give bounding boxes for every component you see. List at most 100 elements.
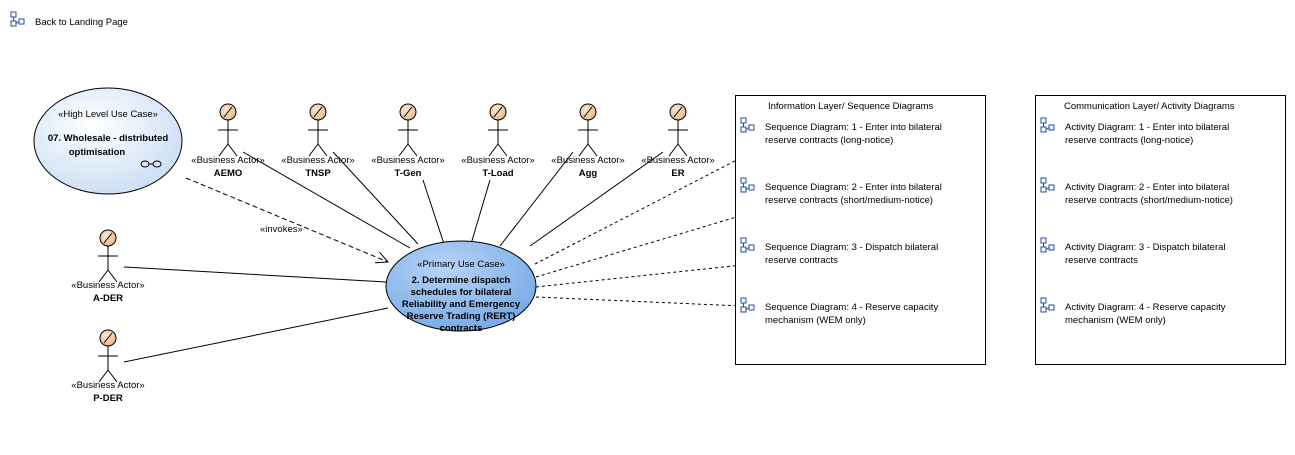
high-level-use-case-stereotype: «High Level Use Case» <box>58 109 158 120</box>
diagram-link-label: Activity Diagram: 2 - Enter into bilater… <box>1065 182 1229 193</box>
actor-stereotype: «Business Actor» <box>71 280 144 291</box>
primary-use-case[interactable]: «Primary Use Case» 2. Determine dispatch… <box>385 240 537 334</box>
primary-use-case-name-4: Reserve Trading (RERT) <box>407 311 516 322</box>
link-sequence-1 <box>534 147 761 265</box>
sequence-diagram-link-3[interactable]: Sequence Diagram: 3 - Dispatch bilateral… <box>740 237 938 266</box>
composite-link-icon <box>140 160 162 168</box>
actor-figure-icon <box>308 103 328 157</box>
information-layer-items: Sequence Diagram: 1 - Enter into bilater… <box>740 117 942 326</box>
diagram-link-label: Activity Diagram: 4 - Reserve capacity <box>1065 302 1226 313</box>
link-sequence-4 <box>535 296 743 307</box>
invokes-label: «invokes» <box>260 224 303 235</box>
actor-tnsp[interactable]: «Business Actor» TNSP <box>281 103 355 179</box>
diagram-link-icon <box>740 237 755 253</box>
sequence-diagram-link-4[interactable]: Sequence Diagram: 4 - Reserve capacityme… <box>740 297 938 326</box>
actor-name: TNSP <box>305 168 331 179</box>
actor-name: AEMO <box>214 168 243 179</box>
association-aemo <box>242 151 411 249</box>
actor-stereotype: «Business Actor» <box>371 155 444 166</box>
actors: «Business Actor» AEMO «Business Actor» TNSP… <box>71 103 715 404</box>
sequence-diagram-link-2[interactable]: Sequence Diagram: 2 - Enter into bilater… <box>740 177 942 206</box>
diagram-link-label: Sequence Diagram: 4 - Reserve capacity <box>765 302 938 313</box>
actor-a-der[interactable]: «Business Actor» A-DER <box>71 229 145 304</box>
diagram-link-label: Sequence Diagram: 1 - Enter into bilater… <box>765 122 942 133</box>
information-layer-frame: Information Layer/ Sequence Diagrams Seq… <box>735 95 986 365</box>
actor-t-gen[interactable]: «Business Actor» T-Gen <box>371 103 445 179</box>
primary-use-case-name-2: schedules for bilateral <box>411 287 512 298</box>
actor-figure-icon <box>578 103 598 157</box>
activity-diagram-link-3[interactable]: Activity Diagram: 3 - Dispatch bilateral… <box>1040 237 1226 266</box>
associations <box>123 151 664 363</box>
actor-name: T-Gen <box>395 168 422 179</box>
actor-stereotype: «Business Actor» <box>641 155 714 166</box>
actor-figure-icon <box>488 103 508 157</box>
activity-diagram-link-2[interactable]: Activity Diagram: 2 - Enter into bilater… <box>1040 177 1233 206</box>
link-sequence-2 <box>535 209 761 278</box>
actor-name: ER <box>671 168 684 179</box>
diagram-link-icon <box>1040 237 1055 253</box>
actor-stereotype: «Business Actor» <box>281 155 354 166</box>
invokes-dependency <box>185 177 388 262</box>
actor-agg[interactable]: «Business Actor» Agg <box>551 103 625 179</box>
diagram-link-label: reserve contracts <box>765 255 838 266</box>
diagram-link-label: reserve contracts (short/medium-notice) <box>1065 195 1233 206</box>
diagram-link-icon <box>740 117 755 133</box>
diagram-links <box>534 147 761 307</box>
actor-name: P-DER <box>93 393 123 404</box>
actor-figure-icon <box>98 329 118 383</box>
actor-stereotype: «Business Actor» <box>461 155 534 166</box>
back-to-landing-link[interactable]: Back to Landing Page <box>10 11 128 28</box>
link-sequence-3 <box>535 264 743 288</box>
actor-name: T-Load <box>482 168 513 179</box>
association-agg <box>499 151 574 247</box>
actor-name: A-DER <box>93 293 123 304</box>
diagram-link-label: reserve contracts (long-notice) <box>765 135 893 146</box>
association-er <box>529 151 664 247</box>
primary-use-case-stereotype: «Primary Use Case» <box>417 259 505 270</box>
actor-stereotype: «Business Actor» <box>191 155 264 166</box>
actor-figure-icon <box>398 103 418 157</box>
primary-use-case-shape <box>385 240 537 332</box>
association-ader <box>123 266 387 283</box>
diagram-link-label: Sequence Diagram: 2 - Enter into bilater… <box>765 182 942 193</box>
actor-stereotype: «Business Actor» <box>71 380 144 391</box>
communication-layer-frame: Communication Layer/ Activity Diagrams A… <box>1035 95 1286 365</box>
back-to-landing-label: Back to Landing Page <box>35 17 128 28</box>
diagram-link-icon <box>10 11 25 27</box>
activity-diagram-link-1[interactable]: Activity Diagram: 1 - Enter into bilater… <box>1040 117 1229 146</box>
association-tload <box>470 179 491 245</box>
actor-aemo[interactable]: «Business Actor» AEMO <box>191 103 265 179</box>
communication-layer-title: Communication Layer/ Activity Diagrams <box>1064 101 1235 112</box>
high-level-use-case-name-1: 07. Wholesale - distributed <box>48 133 169 144</box>
communication-layer-items: Activity Diagram: 1 - Enter into bilater… <box>1040 117 1233 326</box>
diagram-link-label: reserve contracts <box>1065 255 1138 266</box>
diagram-link-label: Activity Diagram: 1 - Enter into bilater… <box>1065 122 1229 133</box>
diagram-link-icon <box>740 177 755 193</box>
association-pder <box>123 307 389 363</box>
actor-figure-icon <box>218 103 238 157</box>
diagram-link-label: reserve contracts (short/medium-notice) <box>765 195 933 206</box>
diagram-link-icon <box>1040 117 1055 133</box>
sequence-diagram-link-1[interactable]: Sequence Diagram: 1 - Enter into bilater… <box>740 117 942 146</box>
actor-er[interactable]: «Business Actor» ER <box>641 103 715 179</box>
association-tgen <box>422 179 445 245</box>
actor-name: Agg <box>579 168 598 179</box>
activity-diagram-link-4[interactable]: Activity Diagram: 4 - Reserve capacity me… <box>1040 297 1226 326</box>
primary-use-case-name-5: contracts <box>440 323 483 334</box>
actor-figure-icon <box>668 103 688 157</box>
diagram-link-label: reserve contracts (long-notice) <box>1065 135 1193 146</box>
information-layer-box <box>735 95 986 365</box>
primary-use-case-name-3: Reliability and Emergency <box>402 299 521 310</box>
diagram-link-icon <box>1040 297 1055 313</box>
actor-t-load[interactable]: «Business Actor» T-Load <box>461 103 535 179</box>
information-layer-title: Information Layer/ Sequence Diagrams <box>768 101 934 112</box>
actor-stereotype: «Business Actor» <box>551 155 624 166</box>
diagram-link-icon <box>1040 177 1055 193</box>
diagram-link-label: mechanism (WEM only) <box>1065 315 1166 326</box>
diagram-link-label: Activity Diagram: 3 - Dispatch bilateral <box>1065 242 1226 253</box>
primary-use-case-name-1: 2. Determine dispatch <box>412 275 511 286</box>
high-level-use-case[interactable]: «High Level Use Case» 07. Wholesale - di… <box>33 87 183 195</box>
actor-p-der[interactable]: «Business Actor» P-DER <box>71 329 145 404</box>
diagram-link-icon <box>740 297 755 313</box>
